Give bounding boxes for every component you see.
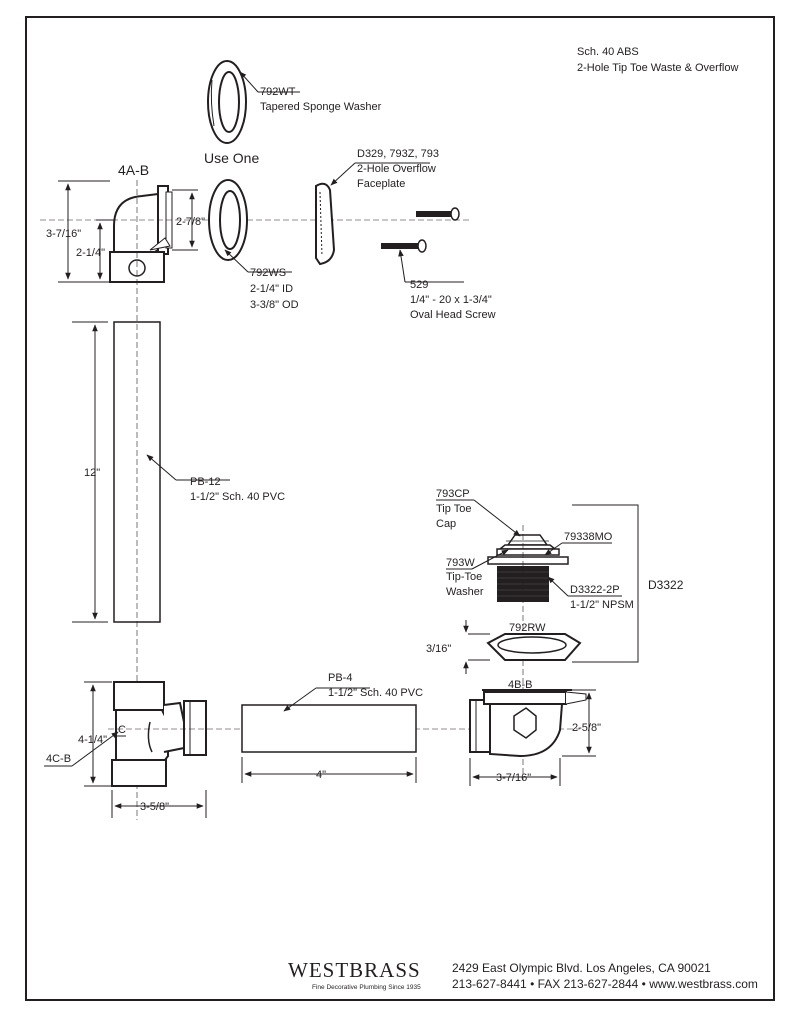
dim-4a-b-total: 3-7/16"	[46, 228, 81, 240]
footer: WESTBRASS Fine Decorative Plumbing Since…	[288, 958, 758, 991]
part-code-4b-b: 4B-B	[508, 679, 532, 691]
dim-792rw: 3/16"	[426, 643, 451, 655]
pipe-pb-12: 12" PB-12 1-1/2" Sch. 40 PVC	[72, 321, 285, 623]
part-line2-792ws: 2-1/4" ID	[250, 283, 293, 295]
dim-4b-b-width: 3-7/16"	[496, 772, 531, 784]
part-desc-pb-4: 1-1/2" Sch. 40 PVC	[328, 687, 423, 699]
part-code-pb-4: PB-4	[328, 672, 352, 684]
dim-4c-b-width: 3-5/8"	[140, 801, 169, 813]
part-code-pb-12: PB-12	[190, 476, 221, 488]
part-desc-792wt: Tapered Sponge Washer	[260, 101, 382, 113]
part-code-d3322-2p: D3322-2P	[570, 584, 620, 596]
part-code-793cp: 793CP	[436, 488, 470, 500]
part-line3-faceplate: Faceplate	[357, 178, 405, 190]
washer-792ws: 792WS 2-1/4" ID 3-3/8" OD	[208, 179, 299, 311]
tapered-sponge-washer-792wt: 792WT Tapered Sponge Washer	[207, 60, 382, 144]
brand-tagline: Fine Decorative Plumbing Since 1935	[312, 984, 421, 991]
dim-4c-b-height: 4-1/4"	[78, 734, 107, 746]
part-code-793w: 793W	[446, 557, 475, 569]
part-desc-d3322-2p: 1-1/2" NPSM	[570, 599, 634, 611]
tee-4c-b: C 4-1/4" 4C-B 3-5/8"	[44, 681, 207, 818]
washer-792rw: 792RW 3/16"	[426, 620, 582, 674]
dim-4a-b-lower: 2-1/4"	[76, 247, 105, 259]
pipe-pb-4: PB-4 1-1/2" Sch. 40 PVC 4"	[241, 672, 423, 783]
part-line2-793cp: Tip Toe	[436, 503, 471, 515]
part-line2-529: 1/4" - 20 x 1-3/4"	[410, 294, 492, 306]
part-code-792ws: 792WS	[250, 267, 286, 279]
header: Sch. 40 ABS 2-Hole Tip Toe Waste & Overf…	[577, 46, 738, 74]
part-code-4c-b: 4C-B	[46, 753, 71, 765]
part-desc-pb-12: 1-1/2" Sch. 40 PVC	[190, 491, 285, 503]
dim-4a-b-face: 2-7/8"	[176, 216, 205, 228]
company-contact: 213-627-8441 • FAX 213-627-2844 • www.we…	[452, 977, 758, 991]
part-line3-793cp: Cap	[436, 518, 456, 530]
part-line3-793w: Washer	[446, 586, 484, 598]
overflow-faceplate: D329, 793Z, 793 2-Hole Overflow Faceplat…	[315, 148, 439, 266]
use-one-label: Use One	[204, 150, 259, 166]
company-address: 2429 East Olympic Blvd. Los Angeles, CA …	[452, 961, 711, 975]
part-line3-529: Oval Head Screw	[410, 309, 496, 321]
part-code-792rw: 792RW	[509, 622, 546, 634]
dim-pb-12: 12"	[84, 467, 100, 479]
page-border	[25, 16, 775, 1001]
dim-4b-b-height: 2-5/8"	[572, 722, 601, 734]
center-mark-4c-b: C	[118, 724, 126, 736]
header-line-2: 2-Hole Tip Toe Waste & Overflow	[577, 62, 738, 74]
oval-head-screws-529: 529 1/4" - 20 x 1-3/4" Oval Head Screw	[381, 207, 496, 321]
header-line-1: Sch. 40 ABS	[577, 46, 639, 58]
part-line3-792ws: 3-3/8" OD	[250, 299, 299, 311]
part-code-4a-b: 4A-B	[118, 162, 149, 178]
dim-pb-4: 4"	[316, 769, 326, 781]
part-line2-793w: Tip-Toe	[446, 571, 482, 583]
drain-assembly-d3322: 793CP Tip Toe Cap 79338MO 793W Tip-Toe W…	[436, 488, 684, 780]
drain-shoe-4b-b: 4B-B 2-5/8" 3-7/16"	[469, 679, 601, 786]
part-code-529: 529	[410, 279, 428, 291]
part-line2-faceplate: 2-Hole Overflow	[357, 163, 436, 175]
part-code-79338mo: 79338MO	[564, 531, 613, 543]
part-code-792wt: 792WT	[260, 86, 296, 98]
brand-logo: WESTBRASS	[288, 958, 421, 982]
group-label-d3322: D3322	[648, 578, 684, 592]
part-code-faceplate: D329, 793Z, 793	[357, 148, 439, 160]
elbow-4a-b: 4A-B 3-7/16" 2-1/4" 2-7/8"	[46, 162, 205, 283]
